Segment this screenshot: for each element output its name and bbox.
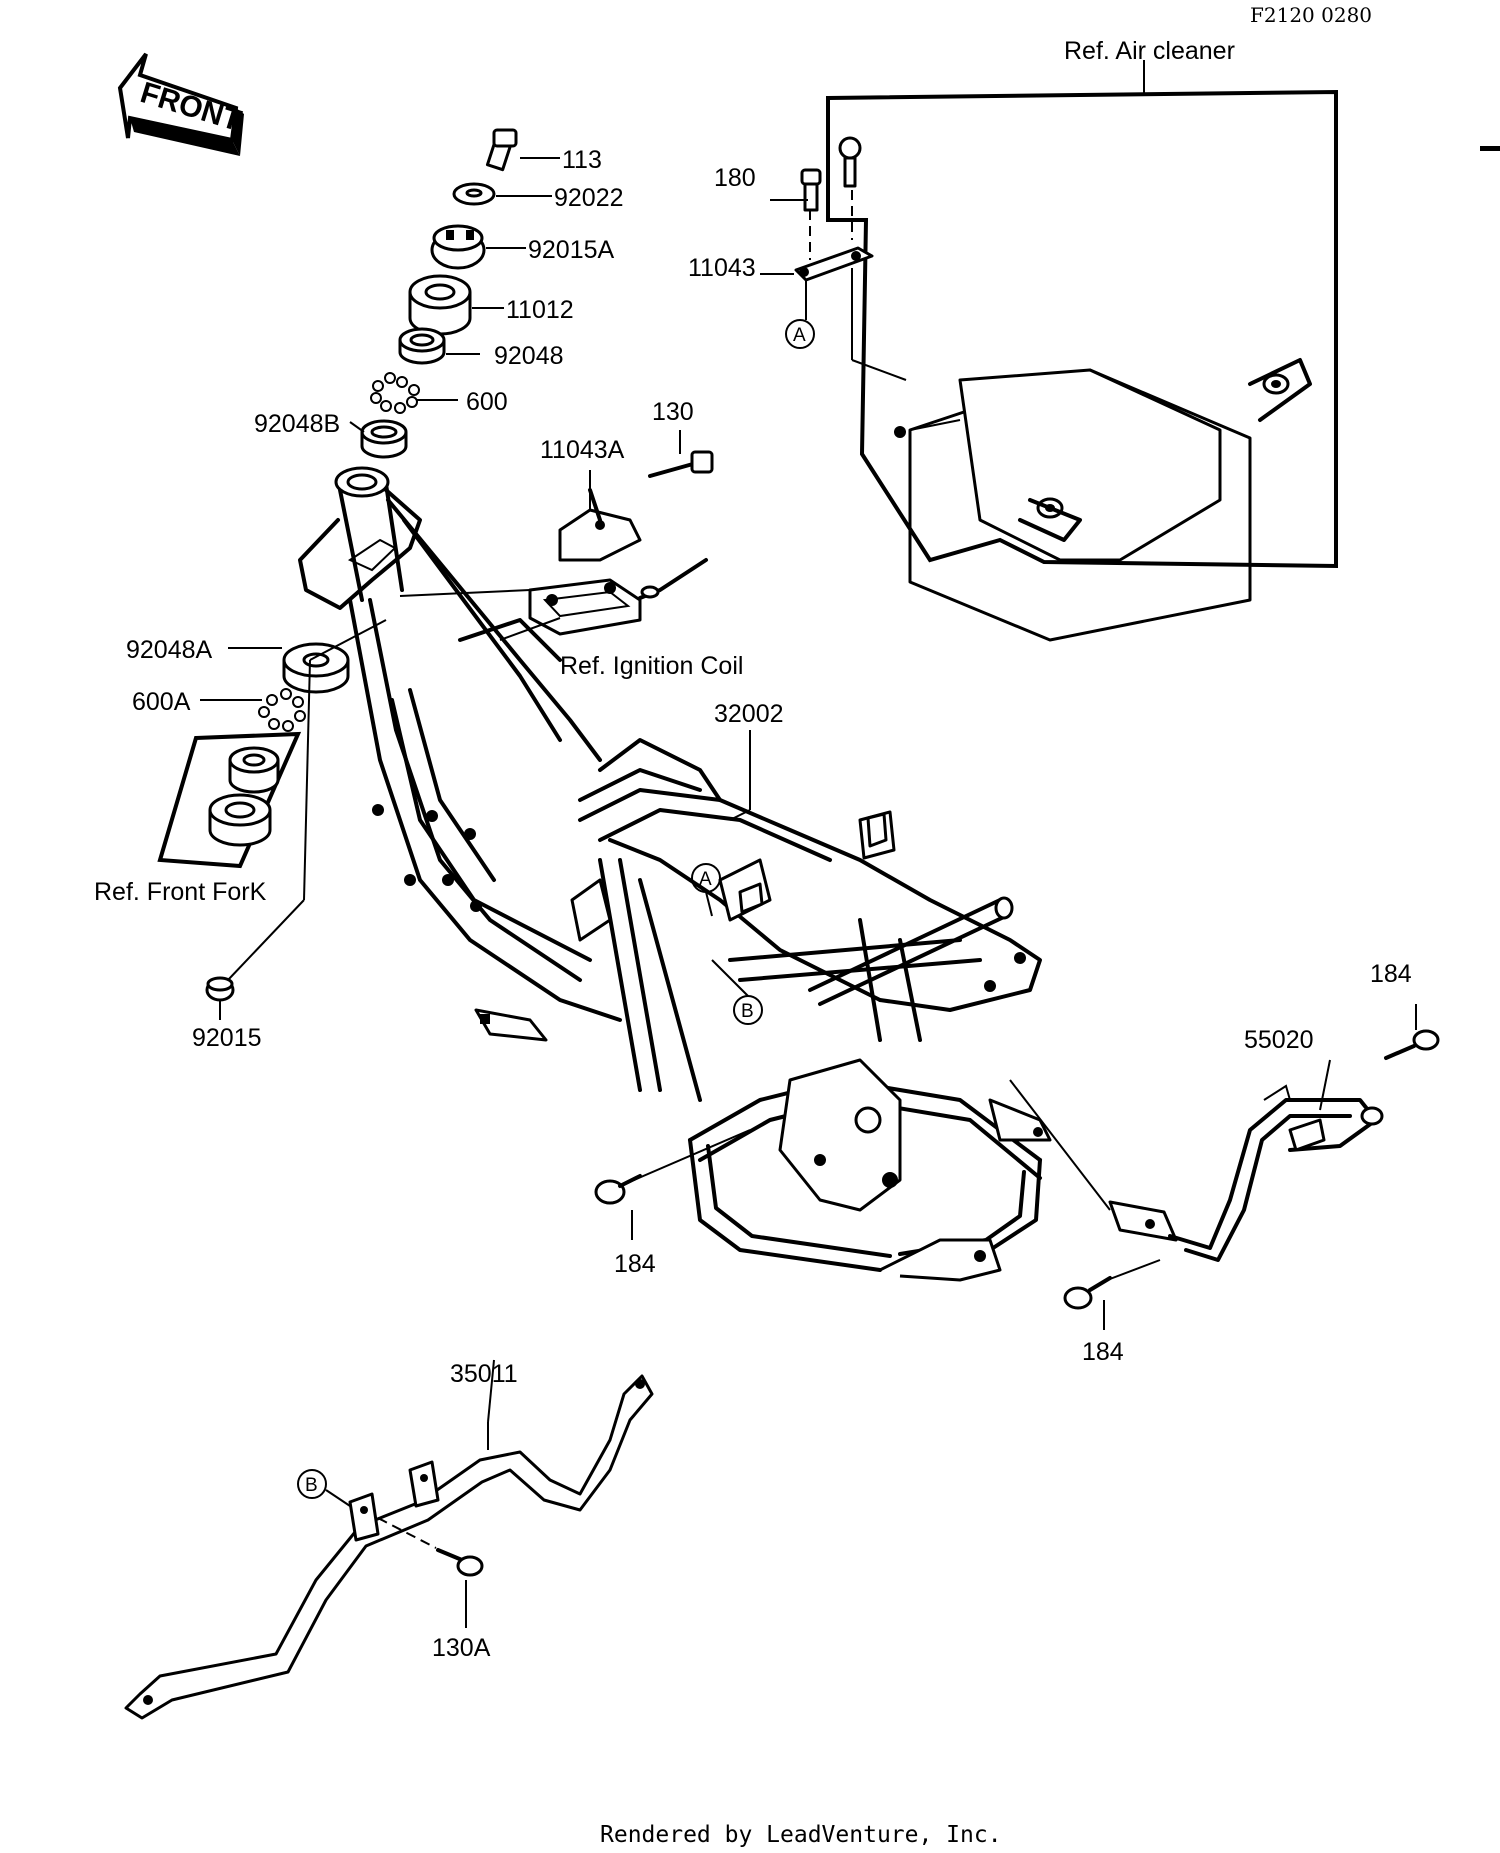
part-92048B: 92048B	[254, 410, 340, 438]
part-92048A: 92048A	[126, 636, 213, 664]
air-cleaner	[894, 358, 1312, 642]
edge-mark	[1480, 146, 1500, 151]
bolt-184-left	[594, 1129, 751, 1240]
part-130: 130	[652, 398, 694, 426]
nut-92015	[205, 619, 387, 1020]
bolt-184-bottom	[1063, 1259, 1161, 1330]
marker-b-bar: B	[297, 1469, 351, 1507]
svg-text:B: B	[741, 1001, 754, 1022]
bracket-11043	[794, 136, 907, 381]
part-35011: 35011	[450, 1360, 518, 1388]
steering-stack	[360, 128, 518, 459]
front-fork-parts	[157, 642, 350, 869]
marker-a-bracket: A	[785, 319, 815, 349]
main-frame	[298, 466, 1052, 1282]
part-92015A: 92015A	[528, 236, 615, 264]
part-11012: 11012	[506, 296, 574, 324]
front-arrow-icon: FRONT	[117, 52, 245, 156]
bar-35011	[124, 1359, 654, 1720]
bolt-184-right	[1384, 1004, 1440, 1060]
ref-ignition-coil: Ref. Ignition Coil	[560, 652, 743, 680]
part-600A: 600A	[132, 688, 191, 716]
marker-b-frame: B	[711, 959, 763, 1025]
leaders-steering	[349, 157, 560, 433]
part-180: 180	[714, 164, 756, 192]
part-92048: 92048	[494, 342, 564, 370]
svg-text:B: B	[305, 1475, 318, 1496]
part-184-right: 184	[1370, 960, 1412, 988]
part-92015: 92015	[192, 1024, 262, 1052]
ignition-coil	[499, 488, 708, 641]
air-cleaner-box	[826, 89, 1338, 569]
svg-text:A: A	[793, 325, 806, 346]
part-92022: 92022	[554, 184, 624, 212]
bolt-130	[648, 450, 714, 478]
part-113: 113	[562, 146, 602, 174]
ref-front-fork: Ref. Front ForK	[94, 878, 267, 906]
guard-55020	[1009, 1059, 1384, 1262]
part-11043: 11043	[688, 254, 756, 282]
part-55020: 55020	[1244, 1026, 1314, 1054]
part-11043A: 11043A	[540, 436, 625, 464]
svg-text:A: A	[699, 869, 712, 890]
part-184-left: 184	[614, 1250, 656, 1278]
part-130A: 130A	[432, 1634, 491, 1662]
bolt-130A	[377, 1517, 484, 1628]
marker-a-frame: A	[691, 863, 721, 917]
leaders-frame	[200, 199, 808, 821]
part-600: 600	[466, 388, 508, 416]
footer-credit: Rendered by LeadVenture, Inc.	[600, 1822, 1002, 1848]
part-32002: 32002	[714, 700, 784, 728]
part-184-bottom: 184	[1082, 1338, 1124, 1366]
diagram-code: F2120 0280	[1250, 3, 1372, 27]
ref-air-cleaner: Ref. Air cleaner	[1064, 37, 1235, 65]
